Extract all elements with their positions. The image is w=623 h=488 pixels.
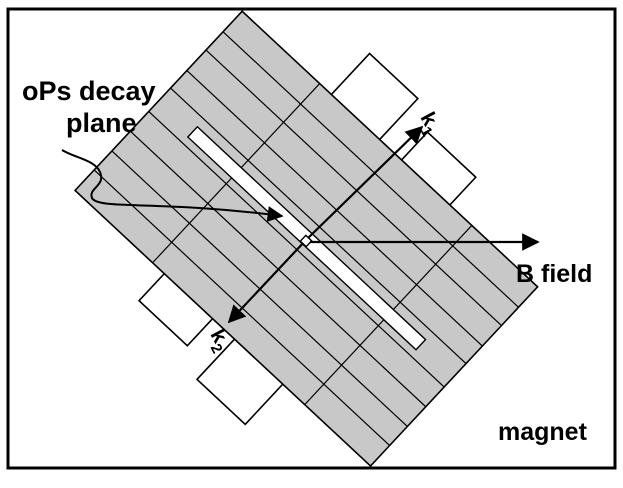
decay-vertex bbox=[299, 234, 313, 248]
magnet-frame bbox=[6, 7, 617, 470]
plane-label-line1: oPs decay bbox=[22, 76, 156, 106]
k1-label: k1 bbox=[411, 109, 445, 140]
photon-k1-arrow bbox=[305, 125, 424, 241]
b-field-label: B field bbox=[516, 260, 592, 288]
magnet-label: magnet bbox=[498, 418, 588, 446]
photon-k2-arrow bbox=[227, 239, 307, 324]
plane-label-line2: plane bbox=[66, 108, 137, 138]
plane-pointer-curve bbox=[61, 149, 284, 223]
svg-text:k1: k1 bbox=[411, 109, 445, 140]
